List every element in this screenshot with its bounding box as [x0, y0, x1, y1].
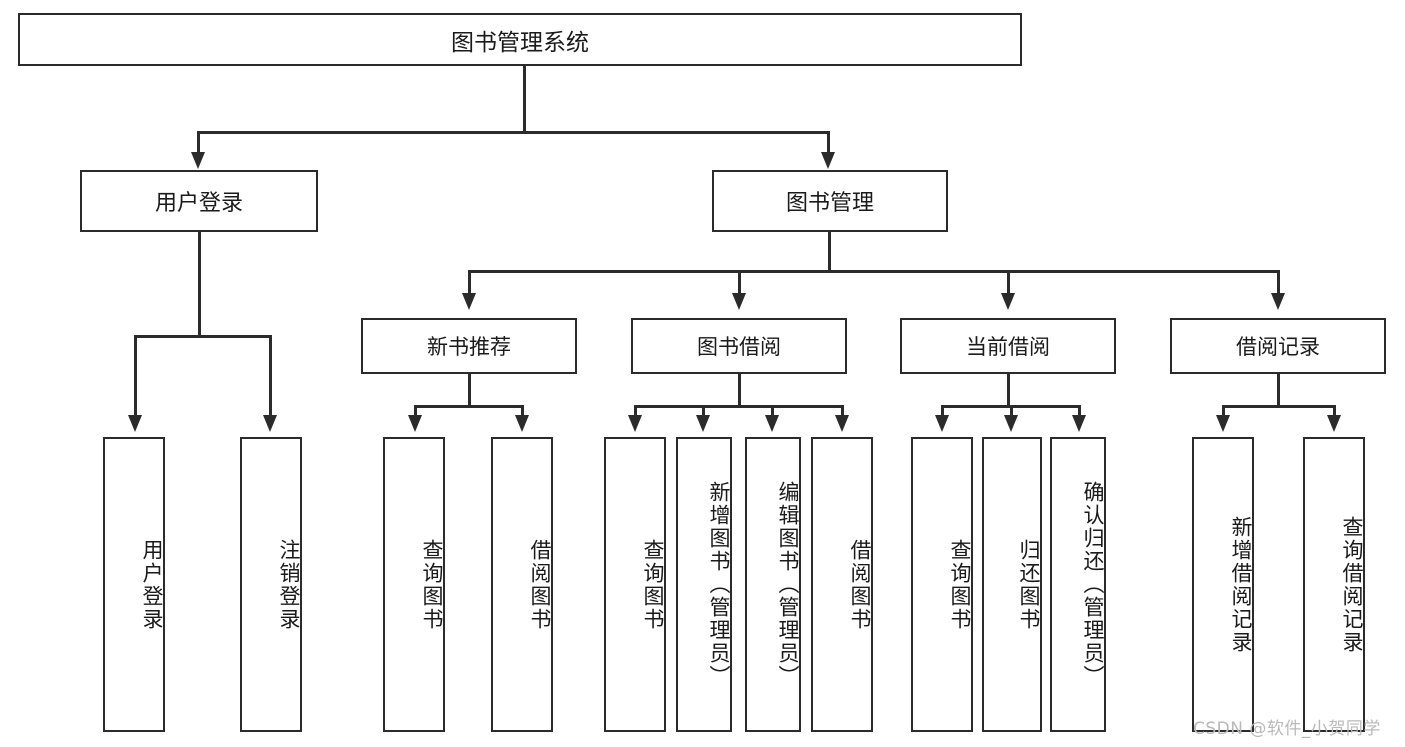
- arrowhead-level3-new-book: [462, 293, 476, 310]
- node-label: 借阅图书: [848, 538, 872, 631]
- connector-book-borrow-drop-2: [702, 405, 705, 417]
- node-label: 借阅记录: [1236, 335, 1320, 359]
- connector-new-book-bar: [414, 405, 523, 408]
- arrowhead-current-borrow-leaf-3: [1072, 415, 1086, 432]
- arrowhead-current-borrow-leaf-2: [1004, 415, 1018, 432]
- connector-current-borrow-drop-1: [941, 405, 944, 417]
- connector-book-borrow-drop-1: [634, 405, 637, 417]
- connector-current-borrow-stem: [1007, 374, 1010, 407]
- arrowhead-level3-borrow-record: [1271, 293, 1285, 310]
- watermark-text: CSDN @软件_小贺同学: [1193, 719, 1381, 739]
- connector-root-to-book-mgmt: [827, 131, 830, 154]
- arrowhead-root-to-book-mgmt: [821, 152, 835, 169]
- node-root-system[interactable]: 图书管理系统: [18, 13, 1022, 66]
- node-label: 用户登录: [140, 538, 164, 631]
- arrowhead-root-to-user-login: [191, 152, 205, 169]
- leaf-book-borrow-edit-book-admin[interactable]: 编辑图书（管理员）: [745, 437, 801, 732]
- connector-new-book-stem: [468, 374, 471, 407]
- node-label: 确认归还（管理员）: [1081, 481, 1105, 688]
- connector-root-bar: [197, 131, 829, 134]
- node-label: 查询借阅记录: [1340, 515, 1364, 654]
- connector-book-borrow-drop-3: [771, 405, 774, 417]
- connector-book-borrow-stem: [738, 374, 741, 407]
- node-label: 查询图书: [420, 538, 444, 631]
- leaf-borrow-record-add-record[interactable]: 新增借阅记录: [1192, 437, 1254, 732]
- node-label: 图书管理系统: [451, 29, 589, 56]
- node-borrow-record[interactable]: 借阅记录: [1170, 318, 1386, 374]
- node-label: 查询图书: [641, 538, 665, 631]
- arrowhead-user-login-leaf-2: [263, 415, 277, 432]
- node-label: 新增图书（管理员）: [707, 481, 731, 688]
- node-label: 借阅图书: [528, 538, 552, 631]
- arrowhead-user-login-leaf-1: [128, 415, 142, 432]
- leaf-user-login-login[interactable]: 用户登录: [103, 437, 165, 732]
- node-label: 图书借阅: [697, 335, 781, 359]
- node-label: 注销登录: [277, 538, 301, 631]
- arrowhead-book-borrow-leaf-1: [628, 415, 642, 432]
- leaf-current-borrow-query-books[interactable]: 查询图书: [911, 437, 973, 732]
- leaf-book-borrow-query-books[interactable]: 查询图书: [604, 437, 666, 732]
- connector-user-login-drop-1: [134, 335, 137, 417]
- connector-level3-bar: [468, 270, 1280, 273]
- node-user-login[interactable]: 用户登录: [80, 170, 318, 232]
- connector-current-borrow-drop-3: [1078, 405, 1081, 417]
- connector-level3-drop-3: [1007, 270, 1010, 295]
- arrowhead-book-borrow-leaf-4: [835, 415, 849, 432]
- arrowhead-new-book-leaf-2: [515, 415, 529, 432]
- connector-borrow-record-bar: [1222, 405, 1335, 408]
- connector-new-book-drop-1: [414, 405, 417, 417]
- connector-root-to-user-login: [197, 131, 200, 154]
- connector-current-borrow-drop-2: [1010, 405, 1013, 417]
- connector-book-borrow-bar: [634, 405, 844, 408]
- node-label: 图书管理: [785, 191, 874, 216]
- node-book-management[interactable]: 图书管理: [712, 170, 948, 232]
- connector-book-borrow-drop-4: [841, 405, 844, 417]
- connector-borrow-record-stem: [1277, 374, 1280, 407]
- connector-level3-drop-2: [738, 270, 741, 295]
- node-label: 新增借阅记录: [1229, 515, 1253, 654]
- node-label: 编辑图书（管理员）: [776, 481, 800, 688]
- leaf-book-borrow-add-book-admin[interactable]: 新增图书（管理员）: [676, 437, 732, 732]
- arrowhead-borrow-record-leaf-1: [1216, 415, 1230, 432]
- connector-level3-drop-4: [1277, 270, 1280, 295]
- node-label: 用户登录: [154, 191, 243, 216]
- leaf-borrow-record-query-record[interactable]: 查询借阅记录: [1303, 437, 1365, 732]
- node-label: 归还图书: [1017, 538, 1041, 631]
- leaf-current-borrow-confirm-return-admin[interactable]: 确认归还（管理员）: [1050, 437, 1106, 732]
- connector-user-login-drop-2: [269, 335, 272, 417]
- arrowhead-current-borrow-leaf-1: [935, 415, 949, 432]
- connector-borrow-record-drop-2: [1333, 405, 1336, 417]
- arrowhead-book-borrow-leaf-2: [696, 415, 710, 432]
- node-new-book-recommend[interactable]: 新书推荐: [361, 318, 577, 374]
- node-book-borrow[interactable]: 图书借阅: [631, 318, 847, 374]
- connector-user-login-bar: [134, 335, 271, 338]
- arrowhead-borrow-record-leaf-2: [1327, 415, 1341, 432]
- arrowhead-level3-book-borrow: [732, 293, 746, 310]
- node-label: 新书推荐: [427, 335, 511, 359]
- leaf-user-login-logout[interactable]: 注销登录: [240, 437, 302, 732]
- leaf-book-borrow-borrow-books[interactable]: 借阅图书: [811, 437, 873, 732]
- node-label: 当前借阅: [966, 335, 1050, 359]
- arrowhead-level3-current-borrow: [1001, 293, 1015, 310]
- node-label: 查询图书: [948, 538, 972, 631]
- arrowhead-book-borrow-leaf-3: [765, 415, 779, 432]
- connector-user-login-stem: [198, 232, 201, 337]
- leaf-new-book-borrow-books[interactable]: 借阅图书: [491, 437, 553, 732]
- connector-level3-drop-1: [468, 270, 471, 295]
- node-current-borrow[interactable]: 当前借阅: [900, 318, 1116, 374]
- connector-new-book-drop-2: [521, 405, 524, 417]
- connector-book-mgmt-stem: [828, 232, 831, 272]
- leaf-new-book-query-books[interactable]: 查询图书: [383, 437, 445, 732]
- arrowhead-new-book-leaf-1: [408, 415, 422, 432]
- leaf-current-borrow-return-books[interactable]: 归还图书: [982, 437, 1042, 732]
- connector-borrow-record-drop-1: [1222, 405, 1225, 417]
- connector-root-stem: [523, 66, 526, 132]
